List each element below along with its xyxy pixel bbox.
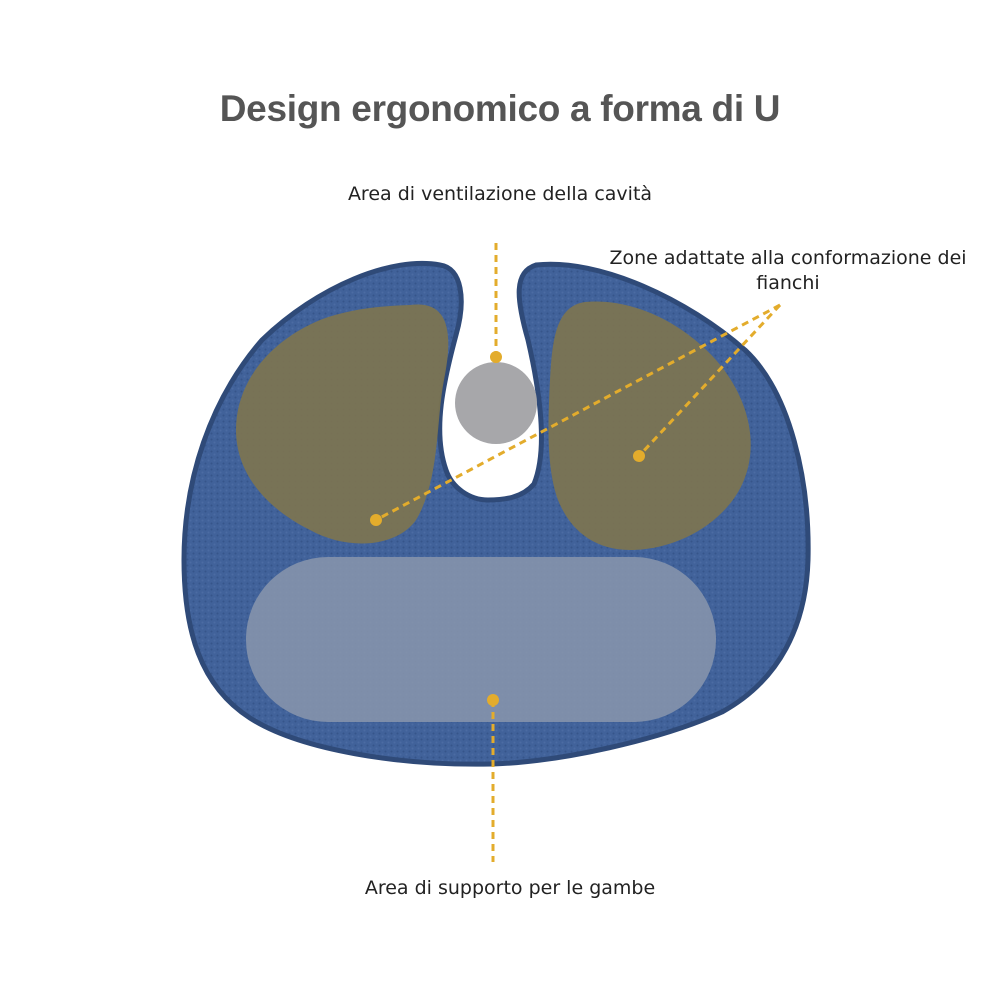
hips-leader-left [375, 303, 781, 522]
right-hip-zone [548, 301, 751, 550]
left-hip-marker [370, 514, 382, 526]
left-hip-zone [236, 304, 449, 544]
ventilation-label: Area di ventilazione della cavità [347, 183, 653, 205]
hips-label: Zone adattate alla conformazione dei fia… [609, 247, 967, 294]
ventilation-hole [455, 362, 537, 444]
right-hip-marker [633, 450, 645, 462]
leg-support-zone [246, 557, 716, 722]
ventilation-marker [490, 351, 502, 363]
page-title: Design ergonomico a forma di U [219, 88, 781, 129]
hips-leader-right [637, 303, 782, 458]
legs-label: Area di supporto per le gambe [364, 877, 656, 899]
legs-marker [487, 694, 499, 706]
